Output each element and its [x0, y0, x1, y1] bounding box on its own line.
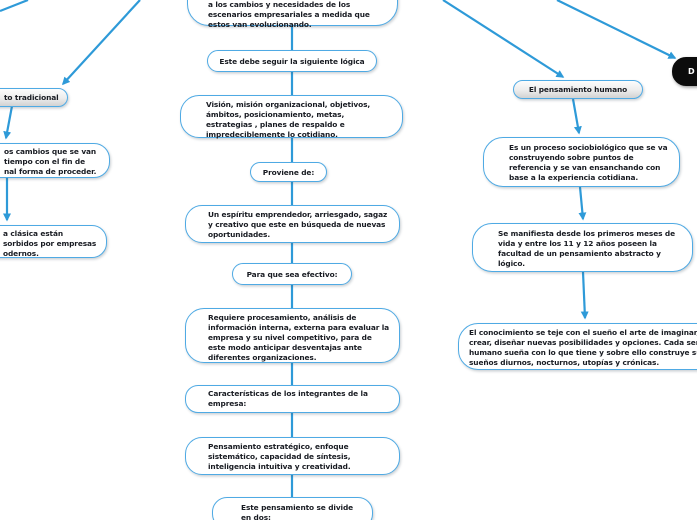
node-text-line: estos van evolucionando.	[208, 20, 312, 29]
mindmap-node-vision[interactable]: Visión, misión organizacional, objetivos…	[180, 95, 403, 139]
connector-line	[0, 0, 29, 13]
node-text-line: referencia y se van ensanchando con	[509, 163, 661, 172]
mindmap-node-logica-pill[interactable]: Este debe seguir la siguiente lógica	[207, 50, 377, 72]
node-text-line: Para que sea efectivo:	[246, 270, 338, 279]
node-text-line: empresa y su nivel competitivo, para de	[208, 333, 372, 342]
node-text-line: impredeciblemente lo cotidiano.	[206, 130, 338, 139]
connector-arrow-line	[442, 0, 565, 78]
connector-arrow-line	[3, 105, 14, 140]
mindmap-node-manifiesta[interactable]: Se manifiesta desde los primeros meses d…	[472, 223, 693, 272]
node-text-line: El conocimiento se teje con el sueño el …	[469, 328, 697, 337]
mindmap-node-tradicional-pill[interactable]: to tradicional	[0, 88, 68, 107]
node-text-line: sueños diurnos, nocturnos, utopías y cró…	[469, 358, 660, 367]
node-text-line: escenarios empresariales a medida que	[208, 10, 370, 19]
node-text-line: ámbitos, posicionamiento, metas,	[206, 110, 345, 119]
connector-arrow-line	[578, 186, 587, 221]
node-text-line: odernos.	[3, 249, 39, 258]
mindmap-node-black-node[interactable]: D	[672, 57, 697, 86]
node-text-line: lógico.	[498, 259, 526, 268]
node-text-line: facultad de un pensamiento abstracto y	[498, 249, 661, 258]
connector-arrow-line	[571, 98, 582, 135]
node-text-line: a los cambios y necesidades de los	[208, 0, 351, 9]
node-text-line: nal forma de proceder.	[4, 167, 97, 176]
node-text-line: Un espíritu emprendedor, arriesgado, sag…	[208, 210, 388, 219]
node-text-line: oportunidades.	[208, 230, 271, 239]
connector-arrow-line	[580, 271, 589, 320]
node-text-line: Es un proceso sociobiológico que se va	[509, 143, 668, 152]
node-text-line: os cambios que se van	[4, 147, 97, 156]
node-text-line: crear, diseñar nuevas posibilidades y op…	[469, 338, 697, 347]
node-text-line: Características de los integrantes de la	[208, 389, 368, 398]
connector-arrow-line	[61, 0, 141, 86]
node-text-line: sorbidos por empresas	[3, 239, 97, 248]
node-text-line: sistemático, capacidad de síntesis,	[208, 452, 351, 461]
node-text-line: en dos:	[241, 513, 271, 520]
node-text-line: Requiere procesamiento, análisis de	[208, 313, 357, 322]
node-text-line: D	[688, 67, 695, 76]
node-text-line: Visión, misión organizacional, objetivos…	[206, 100, 371, 109]
node-text-line: to tradicional	[4, 93, 59, 102]
node-text-line: Proviene de:	[262, 168, 315, 177]
mindmap-node-conocimiento[interactable]: El conocimiento se teje con el sueño el …	[458, 323, 697, 370]
node-text-line: información interna, externa para evalua…	[208, 323, 390, 332]
node-text-line: diferentes organizaciones.	[208, 353, 317, 362]
node-text-line: tiempo con el fin de	[4, 157, 86, 166]
mindmap-node-pensamiento-humano-pill[interactable]: El pensamiento humano	[513, 80, 643, 99]
node-text-line: base a la experiencia cotidiana.	[509, 173, 639, 182]
mindmap-node-caracteristicas[interactable]: Características de los integrantes de la…	[185, 385, 400, 413]
node-text-line: Pensamiento estratégico, enfoque	[208, 442, 349, 451]
node-text-line: estrategias , planes de respaldo e	[206, 120, 345, 129]
node-text-line: El pensamiento humano	[528, 85, 628, 94]
node-text-line: inteligencia intuitiva y creatividad.	[208, 462, 351, 471]
node-text-line: Este debe seguir la siguiente lógica	[219, 57, 365, 66]
connector-arrow-line	[556, 0, 677, 59]
node-text-line: construyendo sobre puntos de	[509, 153, 634, 162]
node-text-line: y creativo que este en búsqueda de nueva…	[208, 220, 386, 229]
mindmap-node-efectivo-pill[interactable]: Para que sea efectivo:	[232, 263, 352, 285]
node-text-line: vida y entre los 11 y 12 años poseen la	[498, 239, 657, 248]
mindmap-node-espiritu[interactable]: Un espíritu emprendedor, arriesgado, sag…	[185, 205, 400, 243]
node-text-line: Se manifiesta desde los primeros meses d…	[498, 229, 675, 238]
node-text-line: empresa:	[208, 399, 247, 408]
mindmap-node-proviene-pill[interactable]: Proviene de:	[250, 162, 327, 182]
node-text-line: a clásica están	[3, 229, 64, 238]
node-text-line: Este pensamiento se divide	[241, 503, 354, 512]
node-text-line: este modo anticipar desventajas ante	[208, 343, 362, 352]
node-text-line: humano sueña con lo que tiene y sobre el…	[469, 348, 697, 357]
